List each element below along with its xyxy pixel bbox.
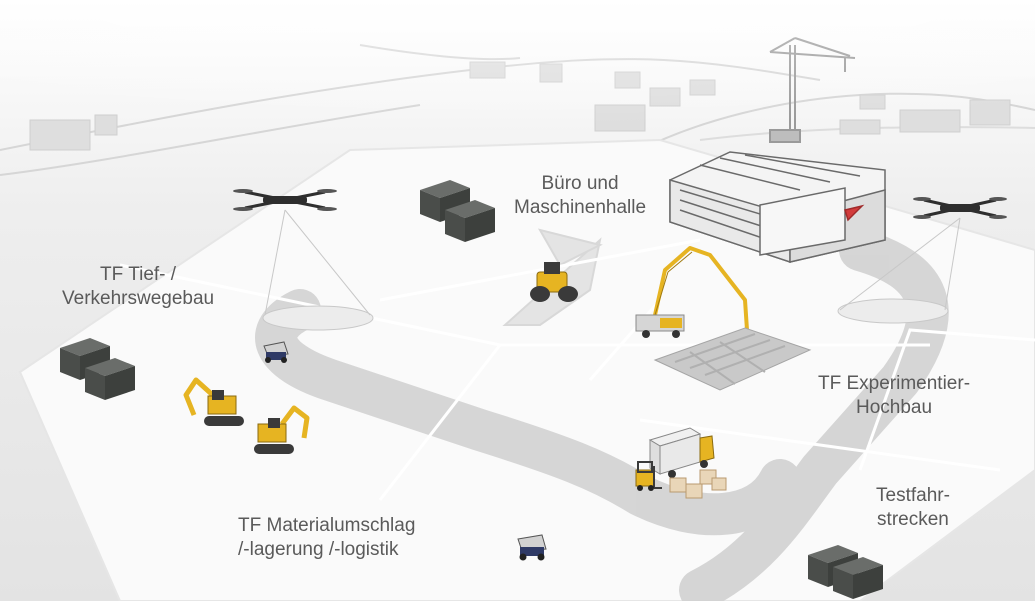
drone-sensor-cones xyxy=(262,209,961,331)
zone-label-line: Büro und xyxy=(541,173,619,194)
zone-label-materialumschlag: TF Materialumschlag /-lagerung /-logisti… xyxy=(238,514,415,562)
fog-overlay xyxy=(0,0,1035,140)
zone-lines xyxy=(119,238,1035,501)
excavator-icon xyxy=(183,377,244,426)
zone-label-line: Testfahr- xyxy=(876,485,950,506)
zone-label-buero-maschinenhalle: Büro und Maschinenhalle xyxy=(514,172,646,220)
office-container-icon xyxy=(808,545,883,599)
zone-label-tief-verkehrswegebau: TF Tief- / Verkehrswegebau xyxy=(62,263,214,311)
zone-label-line: /-lagerung /-logistik xyxy=(238,539,399,560)
zone-label-line: TF Experimentier- xyxy=(818,373,971,394)
foundation-slab xyxy=(653,327,812,391)
dump-cart-icon xyxy=(517,534,547,561)
concrete-pump-icon xyxy=(635,246,752,376)
zone-label-line: TF Materialumschlag xyxy=(238,515,416,536)
excavator-icon xyxy=(254,405,310,454)
zone-label-experimentier-hochbau: TF Experimentier- Hochbau xyxy=(818,372,970,420)
hall-icon xyxy=(669,151,886,264)
dump-cart-icon xyxy=(263,341,289,363)
roller-icon xyxy=(530,262,578,302)
zone-label-line: strecken xyxy=(877,509,949,530)
office-container-icon xyxy=(60,338,135,400)
forklift-icon xyxy=(635,461,662,491)
drone-icon xyxy=(233,189,337,211)
pallet-stack xyxy=(669,469,727,499)
zone-label-line: Hochbau xyxy=(855,397,933,418)
zone-label-testfahrstrecken: Testfahr- strecken xyxy=(876,484,950,532)
drone-icon xyxy=(913,197,1007,219)
zone-label-line: Maschinenhalle xyxy=(514,197,647,218)
zone-label-line: TF Tief- / xyxy=(100,264,177,285)
zone-label-line: Verkehrswegebau xyxy=(62,288,215,309)
truck-icon xyxy=(648,427,715,478)
office-container-icon xyxy=(420,180,495,242)
